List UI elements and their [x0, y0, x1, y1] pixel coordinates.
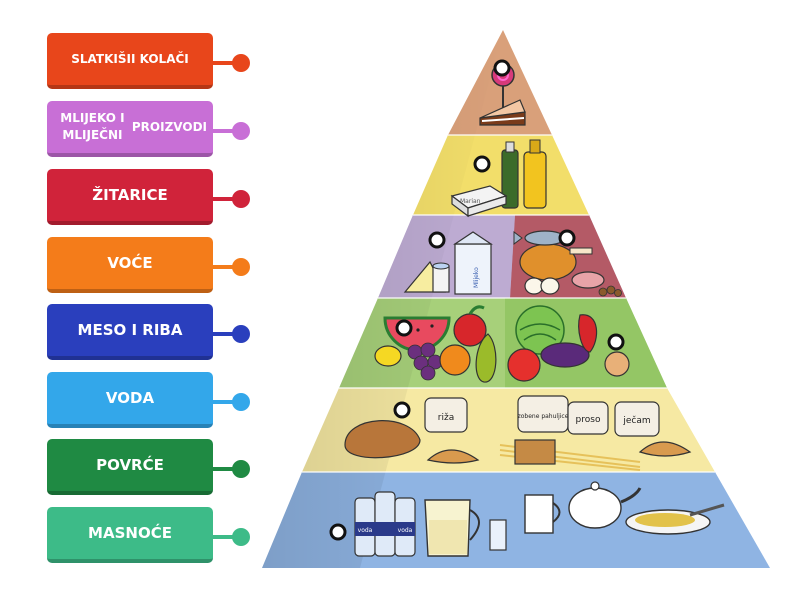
margarine-box-icon: Marian — [450, 185, 508, 218]
connector-handle[interactable] — [232, 122, 250, 140]
label-text: I KOLAČI — [130, 51, 189, 66]
mug-icon — [524, 494, 561, 534]
label-milk-and-dairy[interactable]: MLIJEKO I MLIJEČNI PROIZVODI — [47, 101, 213, 157]
eggplant-icon — [540, 342, 590, 368]
millet-label: proso — [576, 415, 601, 425]
drop-target-meat-fish[interactable] — [558, 229, 576, 247]
connector-line — [213, 467, 241, 471]
tier-separators — [302, 134, 715, 473]
oats-label: zobene pahuljice — [518, 413, 569, 420]
juice-jug-icon — [424, 499, 480, 557]
pepper-icon — [578, 314, 598, 353]
milk-carton-icon: Mlijeko — [453, 231, 493, 295]
label-text: MASNOĆE — [88, 523, 172, 542]
drop-target-fats[interactable] — [473, 155, 491, 173]
label-text: MLIJEKO I MLIJEČNI — [60, 111, 125, 142]
ham-icon — [571, 271, 605, 289]
milk-label: Mlijeko — [473, 267, 480, 288]
label-text: ŽITARICE — [92, 185, 168, 204]
label-vegetables[interactable]: POVRĆE — [47, 439, 213, 495]
grapes-icon — [407, 342, 443, 381]
label-grains[interactable]: ŽITARICE — [47, 169, 213, 225]
onion-icon — [604, 351, 630, 377]
water-bottles-icon: voda voda — [354, 491, 416, 557]
drop-target-vegetables[interactable] — [607, 333, 625, 351]
water-label-1: voda — [358, 527, 373, 534]
connector-handle[interactable] — [232, 325, 250, 343]
sack-oats-icon: zobene pahuljice — [517, 395, 569, 433]
connector-handle[interactable] — [232, 460, 250, 478]
tomato-icon — [507, 348, 541, 382]
connector-line — [213, 332, 241, 336]
cabbage-icon — [515, 305, 565, 355]
label-meat-and-fish[interactable]: MESO I RIBA — [47, 304, 213, 360]
teapot-icon — [568, 481, 642, 529]
label-water[interactable]: VODA — [47, 372, 213, 428]
connector-line — [213, 129, 241, 133]
drop-target-fruit[interactable] — [395, 319, 413, 337]
label-text: VODA — [105, 388, 155, 407]
connector-line — [213, 265, 241, 269]
lemon-icon — [374, 345, 402, 367]
label-text: VOĆE — [107, 253, 153, 272]
cake-slice-icon — [479, 99, 526, 126]
label-text: PROIZVODI — [131, 119, 207, 134]
drop-targets — [329, 59, 625, 541]
connector-line — [213, 61, 241, 65]
connector-handle[interactable] — [232, 190, 250, 208]
label-fats[interactable]: MASNOĆE — [47, 507, 213, 563]
connector-handle[interactable] — [232, 258, 250, 276]
drop-target-grains[interactable] — [393, 401, 411, 419]
eggs-icon — [524, 277, 560, 295]
drop-target-water[interactable] — [329, 523, 347, 541]
label-fruit[interactable]: VOĆE — [47, 237, 213, 293]
nuts-icon — [598, 285, 622, 297]
oil-bottle-icon — [501, 139, 547, 209]
sack-barley-icon: ječam — [614, 401, 660, 437]
connector-line — [213, 197, 241, 201]
label-text: POVRĆE — [96, 455, 164, 474]
sack-rice-icon: riža — [424, 397, 468, 433]
connector-handle[interactable] — [232, 393, 250, 411]
rice-label: riža — [438, 413, 454, 423]
drop-target-sweets[interactable] — [493, 59, 511, 77]
glass-icon — [489, 519, 507, 551]
drop-target-dairy[interactable] — [428, 231, 446, 249]
croissant-icon — [426, 441, 692, 464]
pear-icon — [475, 333, 497, 383]
yogurt-cup-icon — [432, 262, 450, 293]
connector-handle[interactable] — [232, 54, 250, 72]
margarine-label: Marian — [460, 198, 481, 205]
label-text: SLATKIŠI — [71, 51, 131, 66]
crackers-icon — [514, 439, 556, 465]
connector-line — [213, 400, 241, 404]
soup-bowl-icon — [625, 503, 725, 535]
connector-line — [213, 535, 241, 539]
barley-label: ječam — [622, 415, 650, 426]
orange-icon — [439, 344, 471, 376]
water-label-2: voda — [398, 527, 413, 534]
connector-handle[interactable] — [232, 528, 250, 546]
fish-icon — [513, 230, 566, 246]
sack-millet-icon: proso — [567, 401, 609, 435]
label-text: MESO I RIBA — [77, 320, 183, 339]
bread-loaf-icon — [344, 420, 421, 459]
apple-icon — [453, 305, 487, 347]
